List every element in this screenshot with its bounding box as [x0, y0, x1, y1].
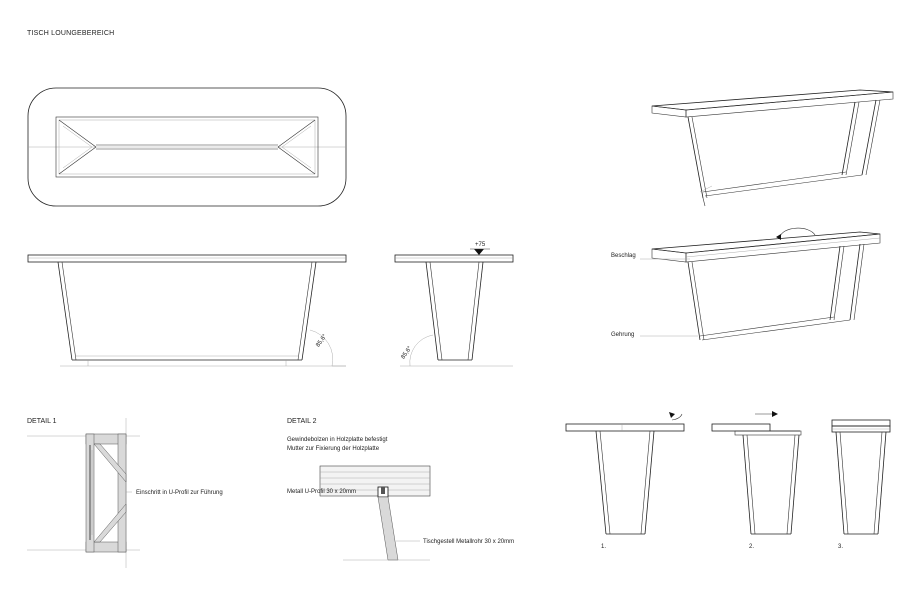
- label-fitting: Beschlag: [611, 253, 636, 259]
- step-1-label: 1.: [601, 544, 606, 550]
- slide-arrow-icon: [772, 411, 778, 417]
- perspective-view-detail: [640, 227, 881, 341]
- sheet-title: TISCH LOUNGEBEREICH: [27, 30, 114, 37]
- detail2-profile-label: Metall U-Profil 30 x 20mm: [287, 489, 356, 495]
- side-elevation: [394, 248, 514, 367]
- side-leg-angle: 85,6°: [400, 345, 413, 360]
- step-3-drawing: [831, 419, 891, 535]
- elevation-marker-label: +75: [475, 242, 486, 248]
- detail2-heading: DETAIL 2: [287, 418, 317, 425]
- detail1-drawing: [27, 418, 140, 568]
- front-elevation: [27, 254, 347, 367]
- step-3-label: 3.: [838, 544, 843, 550]
- detail1-note: Einschritt in U-Profil zur Führung: [136, 490, 223, 496]
- detail2-frame-label: Tischgestell Metallrohr 30 x 20mm: [423, 539, 514, 545]
- detail2-drawing: [319, 465, 431, 561]
- perspective-view-closed: [651, 89, 894, 207]
- plan-view: [27, 87, 347, 207]
- label-miter: Gehrung: [611, 332, 634, 338]
- step-2-drawing: [711, 411, 802, 535]
- step-1-drawing: [565, 412, 685, 535]
- detail2-note-line2: Mutter zur Fixierung der Holzplatte: [287, 446, 380, 452]
- detail2-note-line1: Gewindebolzen in Holzplatte befestigt: [287, 437, 388, 443]
- elevation-marker-icon: [474, 249, 484, 255]
- step-2-label: 2.: [749, 544, 754, 550]
- detail1-heading: DETAIL 1: [27, 418, 57, 425]
